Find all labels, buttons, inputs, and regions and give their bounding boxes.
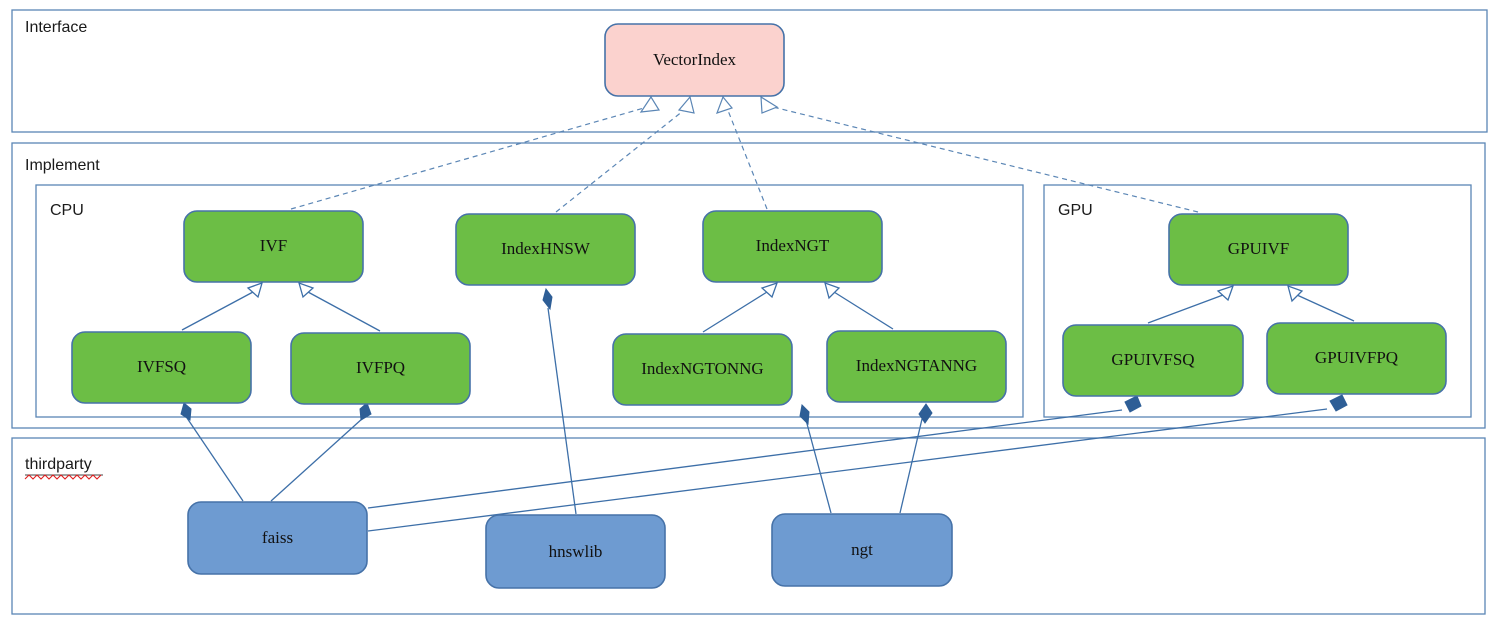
- node-ngt-label: ngt: [851, 540, 873, 559]
- node-indexngtanng-label: IndexNGTANNG: [856, 356, 977, 375]
- diamond-composition-icon: [359, 402, 372, 421]
- edge-indexngtonng-to-indexngt[interactable]: [702, 291, 768, 333]
- node-hnswlib-label: hnswlib: [549, 542, 603, 561]
- node-ivf-label: IVF: [260, 236, 287, 255]
- node-gpuivfsq-rect[interactable]: [1062, 324, 1244, 397]
- edge-ivfpq-to-ivf[interactable]: [307, 291, 381, 332]
- arrowhead-hollow-triangle-icon: [715, 95, 734, 114]
- arrowhead-hollow-triangle-icon: [1216, 284, 1235, 302]
- node-ivfpq-rect[interactable]: [290, 332, 471, 405]
- spellcheck-squiggle-icon: [24, 474, 102, 480]
- node-ivfpq-label: IVFPQ: [356, 358, 405, 377]
- node-ngt[interactable]: ngt: [771, 513, 953, 587]
- edge-indexngtanng-to-indexngt[interactable]: [833, 291, 894, 330]
- node-ivf[interactable]: IVF: [183, 210, 364, 283]
- node-indexngtanng-rect[interactable]: [826, 330, 1007, 403]
- edge-ivfsq-to-ivf[interactable]: [181, 291, 254, 331]
- arrowhead-hollow-triangle-icon: [760, 281, 779, 299]
- node-faiss[interactable]: faiss: [187, 501, 368, 575]
- edge-faiss-to-gpuivfpq[interactable]: [367, 408, 1328, 532]
- node-gpuivf-label: GPUIVF: [1228, 239, 1289, 258]
- group-interface-label: Interface: [25, 19, 87, 36]
- node-ivfsq[interactable]: IVFSQ: [71, 331, 252, 404]
- edges-composition: [180, 287, 1348, 532]
- edge-indexhnsw-to-vectorindex[interactable]: [555, 106, 689, 213]
- node-ivfpq[interactable]: IVFPQ: [290, 332, 471, 405]
- group-implement-label: Implement: [25, 157, 100, 174]
- edges-inheritance: [181, 281, 1355, 333]
- arrowhead-hollow-triangle-icon: [639, 95, 661, 113]
- arrowhead-hollow-triangle-icon: [1287, 284, 1304, 303]
- node-gpuivf[interactable]: GPUIVF: [1168, 213, 1349, 286]
- node-indexngt-label: IndexNGT: [756, 236, 830, 255]
- arrowhead-hollow-triangle-icon: [677, 95, 695, 114]
- diamond-composition-icon: [918, 403, 933, 424]
- node-indexngtonng-label: IndexNGTONNG: [641, 359, 763, 378]
- edge-faiss-to-ivfpq[interactable]: [270, 417, 364, 502]
- node-vectorindex[interactable]: VectorIndex: [604, 23, 785, 97]
- diamond-composition-icon: [1124, 395, 1142, 413]
- edge-ngt-to-indexngtanng[interactable]: [899, 418, 923, 514]
- edge-gpuivf-to-vectorindex[interactable]: [768, 105, 1199, 213]
- node-vectorindex-label: VectorIndex: [653, 50, 737, 69]
- node-ivfsq-rect[interactable]: [71, 331, 252, 404]
- node-ivfsq-label: IVFSQ: [137, 357, 186, 376]
- edge-hnswlib-to-indexhnsw[interactable]: [547, 307, 577, 515]
- node-indexhnsw[interactable]: IndexHNSW: [455, 213, 636, 286]
- edge-gpuivfsq-to-gpuivf[interactable]: [1147, 294, 1224, 324]
- node-indexngt-rect[interactable]: [702, 210, 883, 283]
- node-gpuivf-rect[interactable]: [1168, 213, 1349, 286]
- node-faiss-label: faiss: [262, 528, 293, 547]
- node-gpuivfsq[interactable]: GPUIVFSQ: [1062, 324, 1244, 397]
- node-indexngtonng[interactable]: IndexNGTONNG: [612, 333, 793, 406]
- node-gpuivfsq-label: GPUIVFSQ: [1111, 350, 1194, 369]
- diamond-composition-icon: [1329, 394, 1348, 412]
- arrowhead-hollow-triangle-icon: [298, 281, 315, 299]
- node-hnswlib[interactable]: hnswlib: [485, 514, 666, 589]
- group-thirdparty-label: thirdparty: [25, 456, 92, 473]
- diamond-composition-icon: [180, 402, 192, 421]
- edge-gpuivfpq-to-gpuivf[interactable]: [1296, 294, 1355, 322]
- node-ngt-rect[interactable]: [771, 513, 953, 587]
- edges-realization: [290, 95, 1199, 213]
- node-faiss-rect[interactable]: [187, 501, 368, 575]
- node-hnswlib-rect[interactable]: [485, 514, 666, 589]
- node-indexngt[interactable]: IndexNGT: [702, 210, 883, 283]
- node-gpuivfpq[interactable]: GPUIVFPQ: [1266, 322, 1447, 395]
- edge-ngt-to-indexngtonng[interactable]: [805, 419, 832, 514]
- node-gpuivfpq-rect[interactable]: [1266, 322, 1447, 395]
- arrowhead-hollow-triangle-icon: [760, 95, 779, 114]
- node-gpuivfpq-label: GPUIVFPQ: [1315, 348, 1398, 367]
- diamond-composition-icon: [542, 287, 553, 311]
- node-indexngtanng[interactable]: IndexNGTANNG: [826, 330, 1007, 403]
- arrowhead-hollow-triangle-icon: [824, 281, 841, 300]
- edge-faiss-to-gpuivfsq[interactable]: [367, 409, 1123, 509]
- node-ivf-rect[interactable]: [183, 210, 364, 283]
- group-gpu-label: GPU: [1058, 202, 1093, 219]
- edge-indexngt-to-vectorindex[interactable]: [726, 107, 768, 210]
- node-indexngtonng-rect[interactable]: [612, 333, 793, 406]
- node-indexhnsw-label: IndexHNSW: [501, 239, 591, 258]
- arrowhead-hollow-triangle-icon: [246, 281, 263, 299]
- diamond-composition-icon: [799, 403, 810, 426]
- node-indexhnsw-rect[interactable]: [455, 213, 636, 286]
- edge-faiss-to-ivfsq[interactable]: [186, 417, 244, 502]
- node-vectorindex-rect[interactable]: [604, 23, 785, 97]
- group-cpu-label: CPU: [50, 202, 84, 219]
